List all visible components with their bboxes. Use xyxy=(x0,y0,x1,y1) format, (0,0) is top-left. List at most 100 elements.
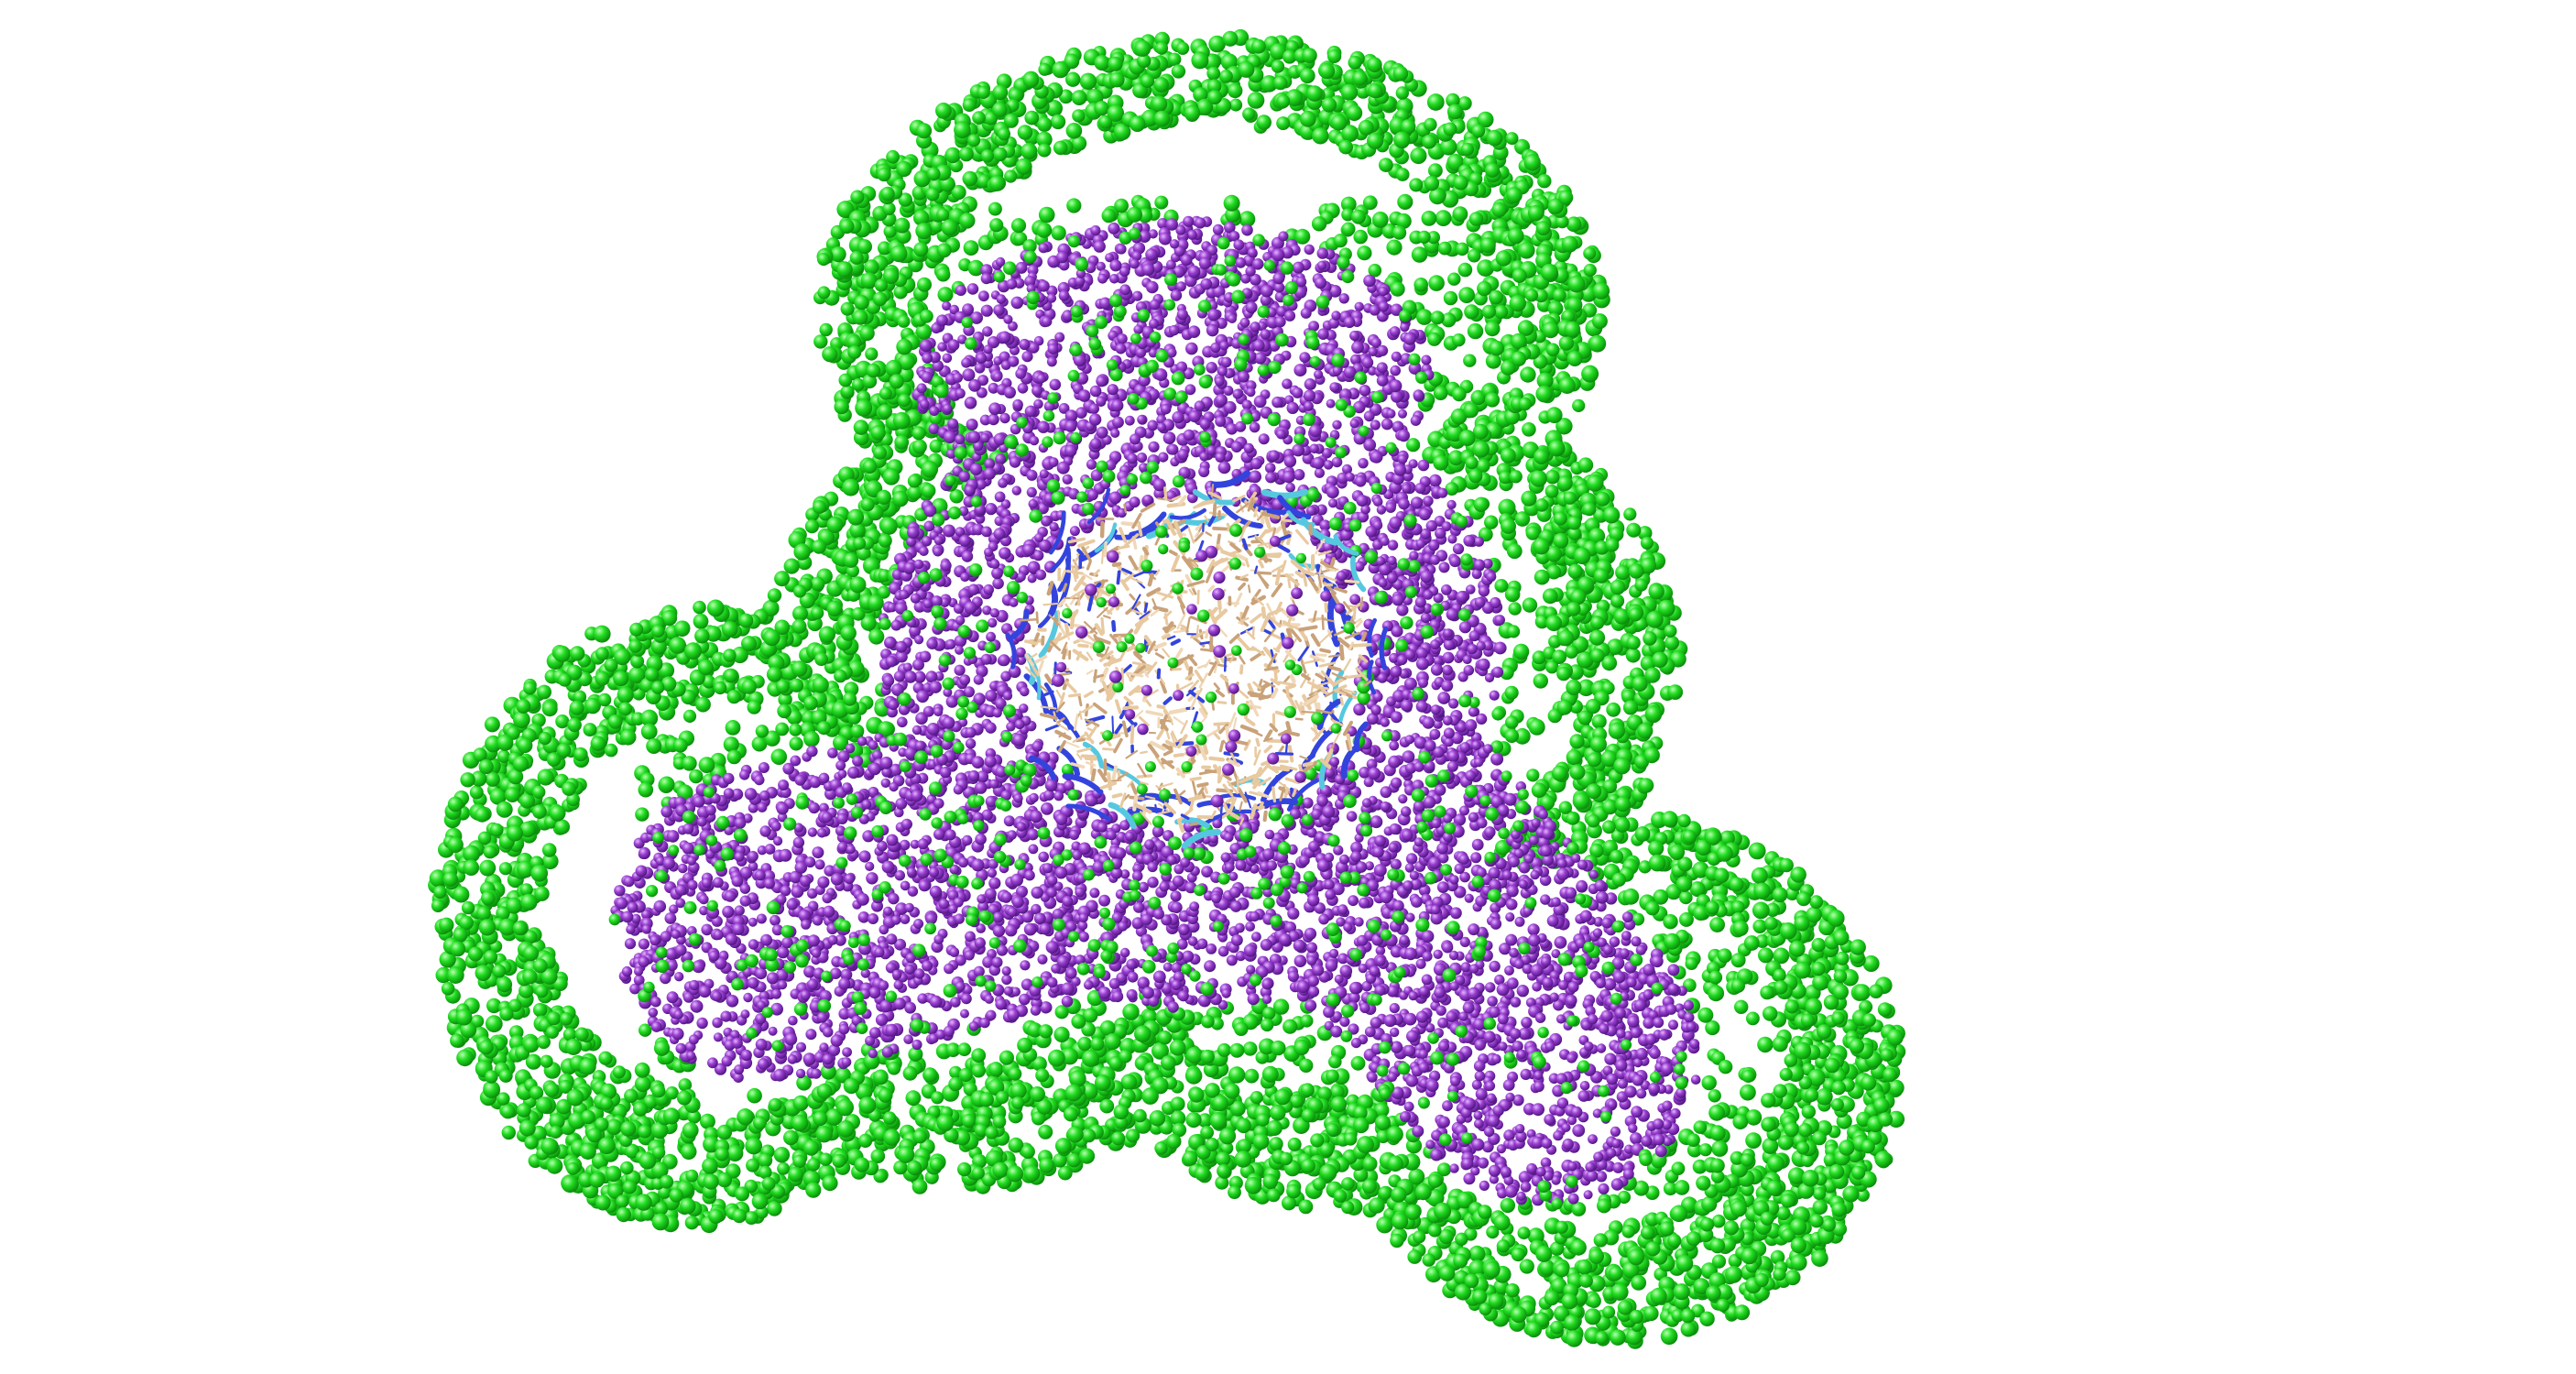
green-particle xyxy=(1751,867,1768,884)
green-particle xyxy=(1222,30,1239,47)
green-particle xyxy=(1664,932,1681,950)
green-particle xyxy=(1664,624,1677,638)
green-particle xyxy=(810,576,825,592)
green-particle xyxy=(1668,844,1686,861)
green-particle xyxy=(593,625,611,643)
purple-particle xyxy=(1588,869,1599,879)
green-particle xyxy=(1330,114,1348,131)
green-particle xyxy=(1333,1189,1348,1203)
green-particle xyxy=(1428,163,1443,179)
green-particle xyxy=(1831,1080,1846,1096)
green-particle xyxy=(1779,922,1797,940)
green-particle xyxy=(1050,114,1066,130)
green-particle xyxy=(1379,158,1393,173)
green-particle xyxy=(847,345,862,360)
green-particle xyxy=(744,1211,759,1225)
green-particle xyxy=(1300,1083,1315,1097)
green-particle xyxy=(726,749,742,765)
green-particle xyxy=(1675,876,1693,892)
green-particle xyxy=(773,1147,791,1163)
green-particle xyxy=(1484,321,1501,337)
green-particle xyxy=(1545,343,1560,357)
purple-particle xyxy=(756,913,767,924)
green-particle xyxy=(892,490,909,507)
green-particle xyxy=(936,208,950,222)
green-particle xyxy=(446,966,464,984)
green-particle xyxy=(1880,1048,1894,1062)
green-particle xyxy=(1108,71,1125,88)
green-particle xyxy=(1453,1253,1468,1269)
green-particle xyxy=(1301,1108,1315,1123)
green-particle xyxy=(1229,1042,1245,1058)
green-particle xyxy=(812,676,829,693)
green-particle xyxy=(1697,1007,1714,1023)
green-particle xyxy=(1734,1304,1751,1321)
green-particle xyxy=(497,976,513,993)
green-particle xyxy=(847,508,865,526)
green-particle xyxy=(1392,1213,1409,1230)
green-particle xyxy=(737,1108,754,1126)
green-particle xyxy=(992,102,1008,117)
green-particle xyxy=(646,738,662,754)
green-particle xyxy=(1395,86,1410,100)
green-particle xyxy=(858,1096,877,1114)
green-particle xyxy=(878,1087,893,1103)
green-particle xyxy=(1610,1329,1626,1346)
green-particle xyxy=(1566,351,1583,366)
green-particle xyxy=(1572,792,1590,810)
green-particle xyxy=(447,796,464,812)
green-particle xyxy=(1641,1226,1655,1240)
green-particle xyxy=(905,1090,922,1107)
green-particle xyxy=(1539,1260,1555,1276)
green-particle xyxy=(1293,1039,1310,1056)
green-particle xyxy=(595,647,609,660)
green-particle xyxy=(873,1069,889,1085)
green-particle xyxy=(1760,985,1774,1000)
green-particle xyxy=(1262,1007,1276,1020)
green-particle xyxy=(574,1027,589,1041)
green-particle xyxy=(516,699,531,714)
green-particle xyxy=(716,1172,732,1188)
green-particle xyxy=(731,646,748,664)
green-particle xyxy=(1471,124,1486,138)
green-particle xyxy=(1833,929,1850,946)
green-particle xyxy=(431,899,445,912)
green-particle xyxy=(992,147,1008,162)
green-particle xyxy=(1705,829,1721,845)
green-particle xyxy=(1527,204,1545,222)
green-particle xyxy=(1151,95,1168,113)
green-particle xyxy=(497,749,511,763)
green-particle xyxy=(556,1098,572,1115)
green-particle xyxy=(1311,216,1327,232)
green-particle xyxy=(1888,1079,1905,1096)
green-particle xyxy=(962,170,978,187)
green-particle xyxy=(843,692,857,706)
green-particle xyxy=(741,636,757,652)
green-particle xyxy=(1602,507,1621,524)
green-particle xyxy=(1553,511,1567,526)
green-particle xyxy=(1564,1314,1580,1331)
green-particle xyxy=(1734,999,1749,1015)
green-particle xyxy=(793,543,811,561)
green-particle xyxy=(1689,881,1706,898)
green-particle xyxy=(1716,845,1733,862)
green-particle xyxy=(541,843,557,857)
green-particle xyxy=(967,134,981,147)
green-particle xyxy=(962,98,977,113)
green-particle xyxy=(1036,222,1053,238)
green-particle xyxy=(816,1083,833,1099)
green-particle xyxy=(1830,1097,1844,1112)
green-particle xyxy=(1874,1150,1892,1168)
green-particle xyxy=(1129,115,1146,132)
green-particle xyxy=(1066,198,1082,213)
green-particle xyxy=(917,277,932,292)
green-particle xyxy=(1414,278,1428,292)
green-particle xyxy=(1276,116,1291,131)
green-particle xyxy=(1644,667,1661,683)
green-particle xyxy=(1472,1289,1488,1304)
green-particle xyxy=(1526,769,1540,782)
green-particle xyxy=(478,1040,494,1055)
green-particle xyxy=(1816,1088,1833,1106)
green-particle xyxy=(507,824,523,842)
